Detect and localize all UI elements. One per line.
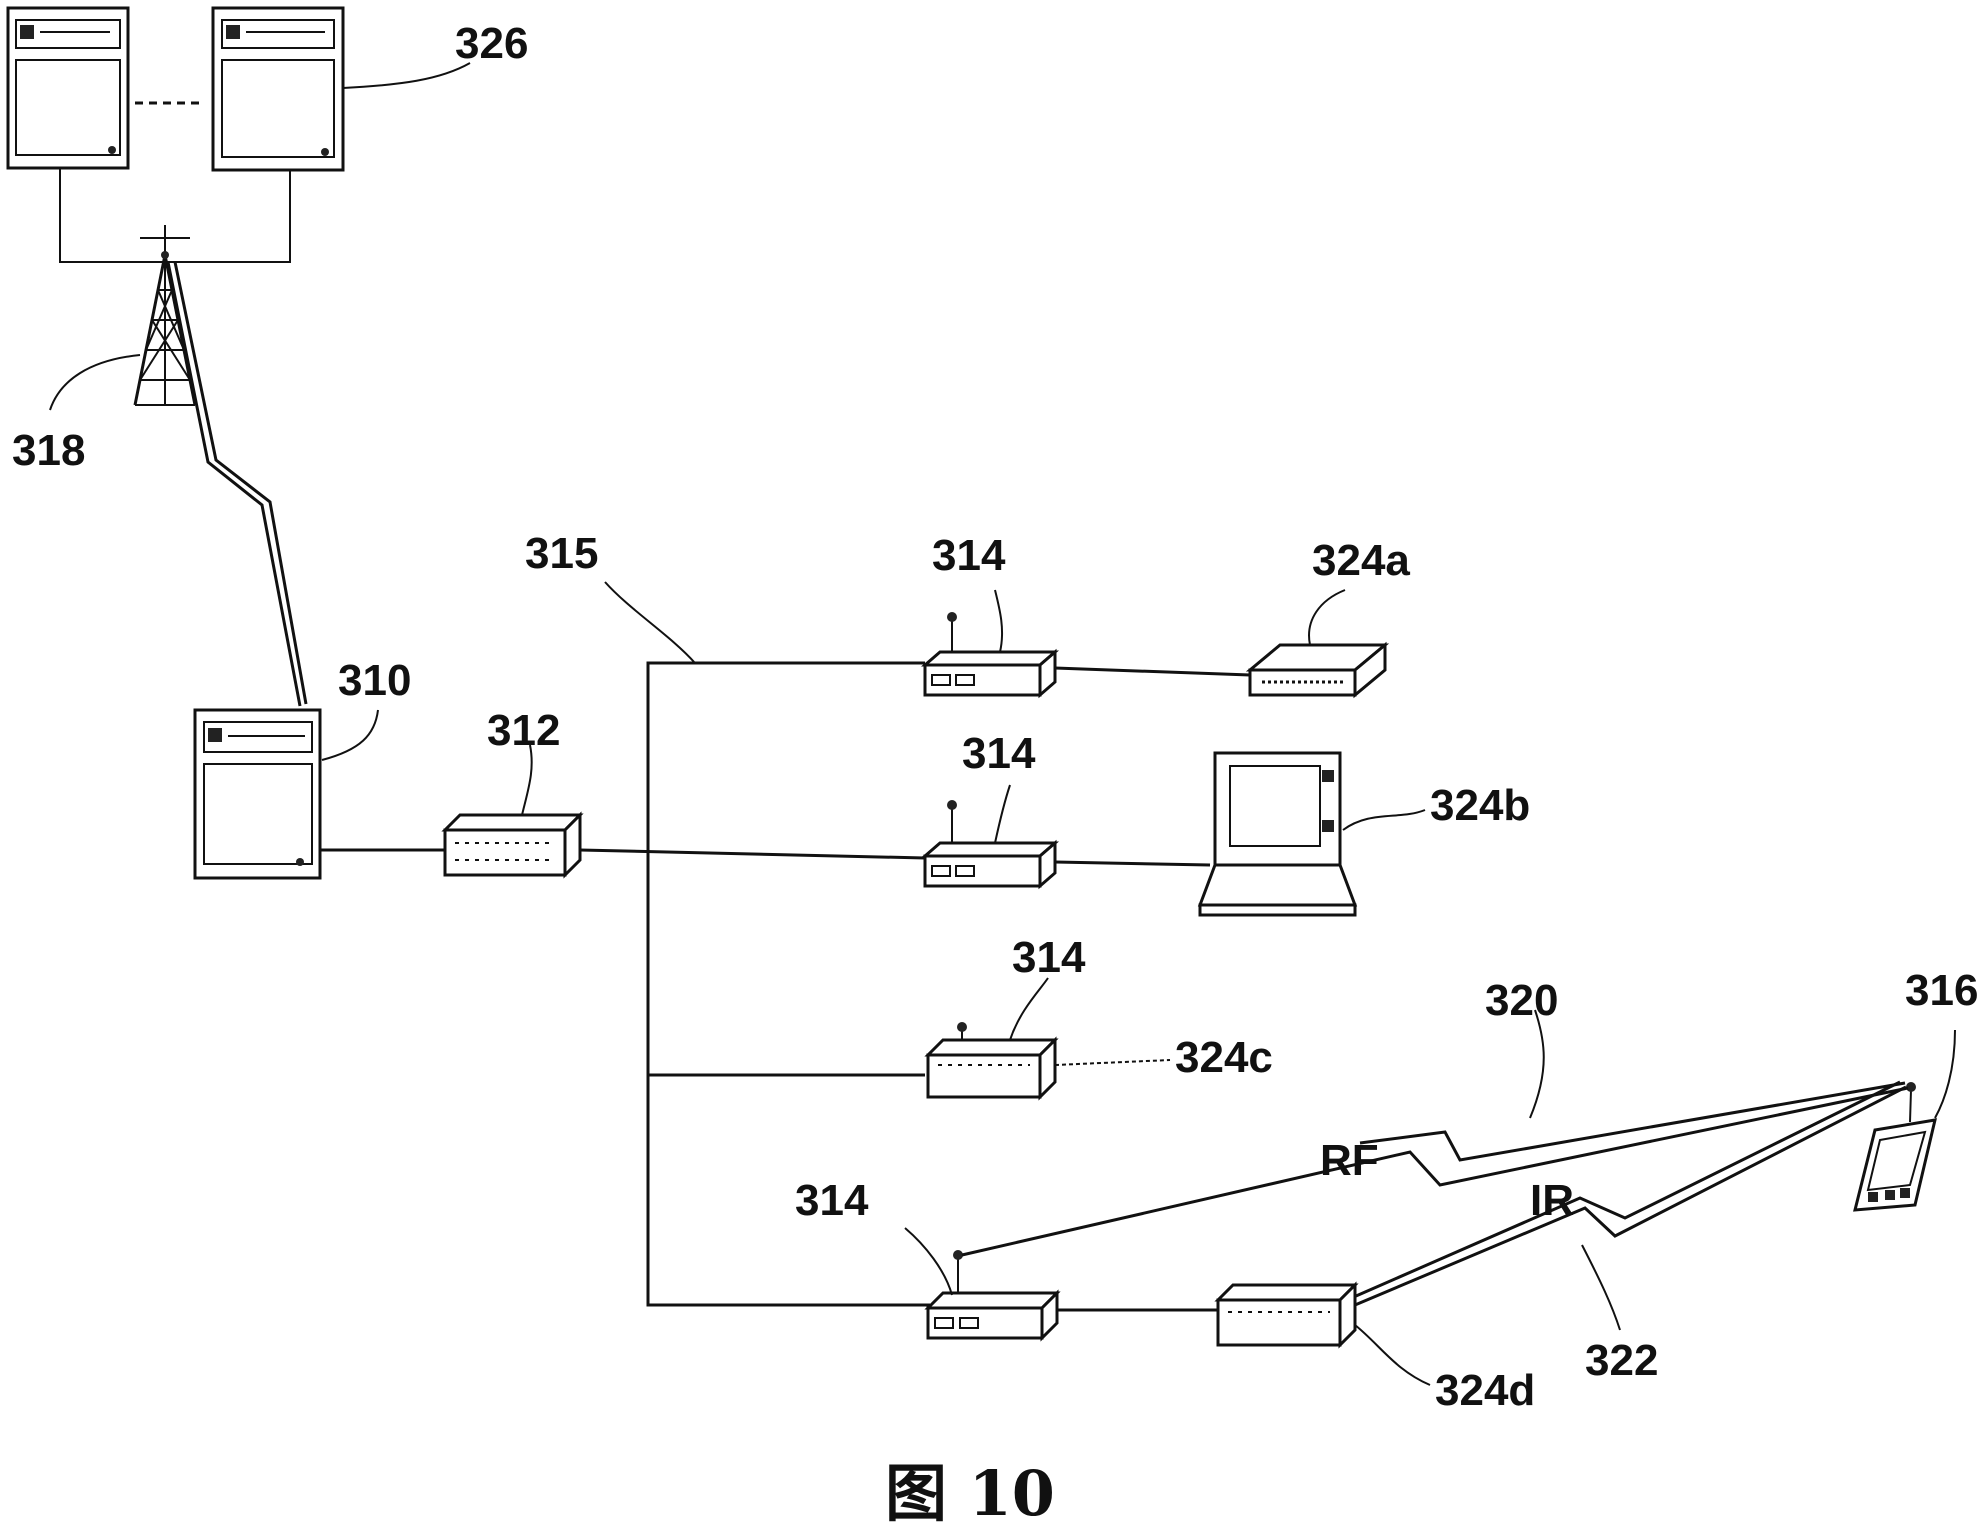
label-314-b: 314 [962,729,1036,778]
label-318: 318 [12,426,85,475]
leader-315 [605,582,695,663]
ir-text: IR [1530,1176,1574,1225]
ir-link-upper [1356,1082,1900,1296]
leader-324b [1343,810,1425,830]
leader-320 [1530,1010,1544,1118]
label-312: 312 [487,706,560,755]
leader-324d [1355,1325,1430,1385]
leader-318 [50,355,140,410]
label-322: 322 [1585,1336,1658,1385]
label-310: 310 [338,656,411,705]
label-314-c: 314 [1012,933,1086,982]
label-314-a: 314 [932,531,1006,580]
leader-324a [1309,590,1345,645]
device-324d [1218,1285,1355,1345]
label-314-d: 314 [795,1176,869,1225]
access-node-c [928,1022,1055,1097]
leader-314-c [1010,978,1048,1040]
access-node-a [925,612,1055,695]
handheld-device-icon [1855,1082,1935,1210]
laptop-icon [1200,753,1355,915]
leader-324c [1055,1060,1170,1065]
main-server [195,710,320,878]
leader-314-b [995,785,1010,843]
label-316: 316 [1905,966,1977,1015]
remote-server-left [8,8,128,168]
leader-314-d [905,1228,952,1295]
leader-314-a [995,590,1002,652]
label-324b: 324b [1430,781,1530,830]
label-324a: 324a [1312,536,1410,585]
leader-310 [322,710,378,760]
remote-server-right [213,8,343,170]
access-node-b [925,800,1055,886]
label-315: 315 [525,529,598,578]
server-link [60,168,290,262]
hub-device [445,815,580,875]
leader-312 [522,745,532,815]
link-node-a-device [1055,668,1250,675]
link-node-b-device [1055,862,1210,865]
leader-326 [343,63,470,88]
label-326: 326 [455,19,528,68]
bus-line [648,663,930,1305]
device-324a [1250,645,1385,695]
label-324c: 324c [1175,1033,1273,1082]
label-324d: 324d [1435,1366,1535,1415]
figure-caption: 图 10 [885,1457,1055,1530]
access-node-d [928,1250,1057,1338]
leader-322 [1582,1245,1620,1330]
label-320: 320 [1485,976,1558,1025]
link-hub-node-b [580,850,925,858]
leader-316 [1935,1030,1955,1118]
rf-link-lower [962,1088,1908,1255]
rf-text: RF [1320,1136,1379,1185]
